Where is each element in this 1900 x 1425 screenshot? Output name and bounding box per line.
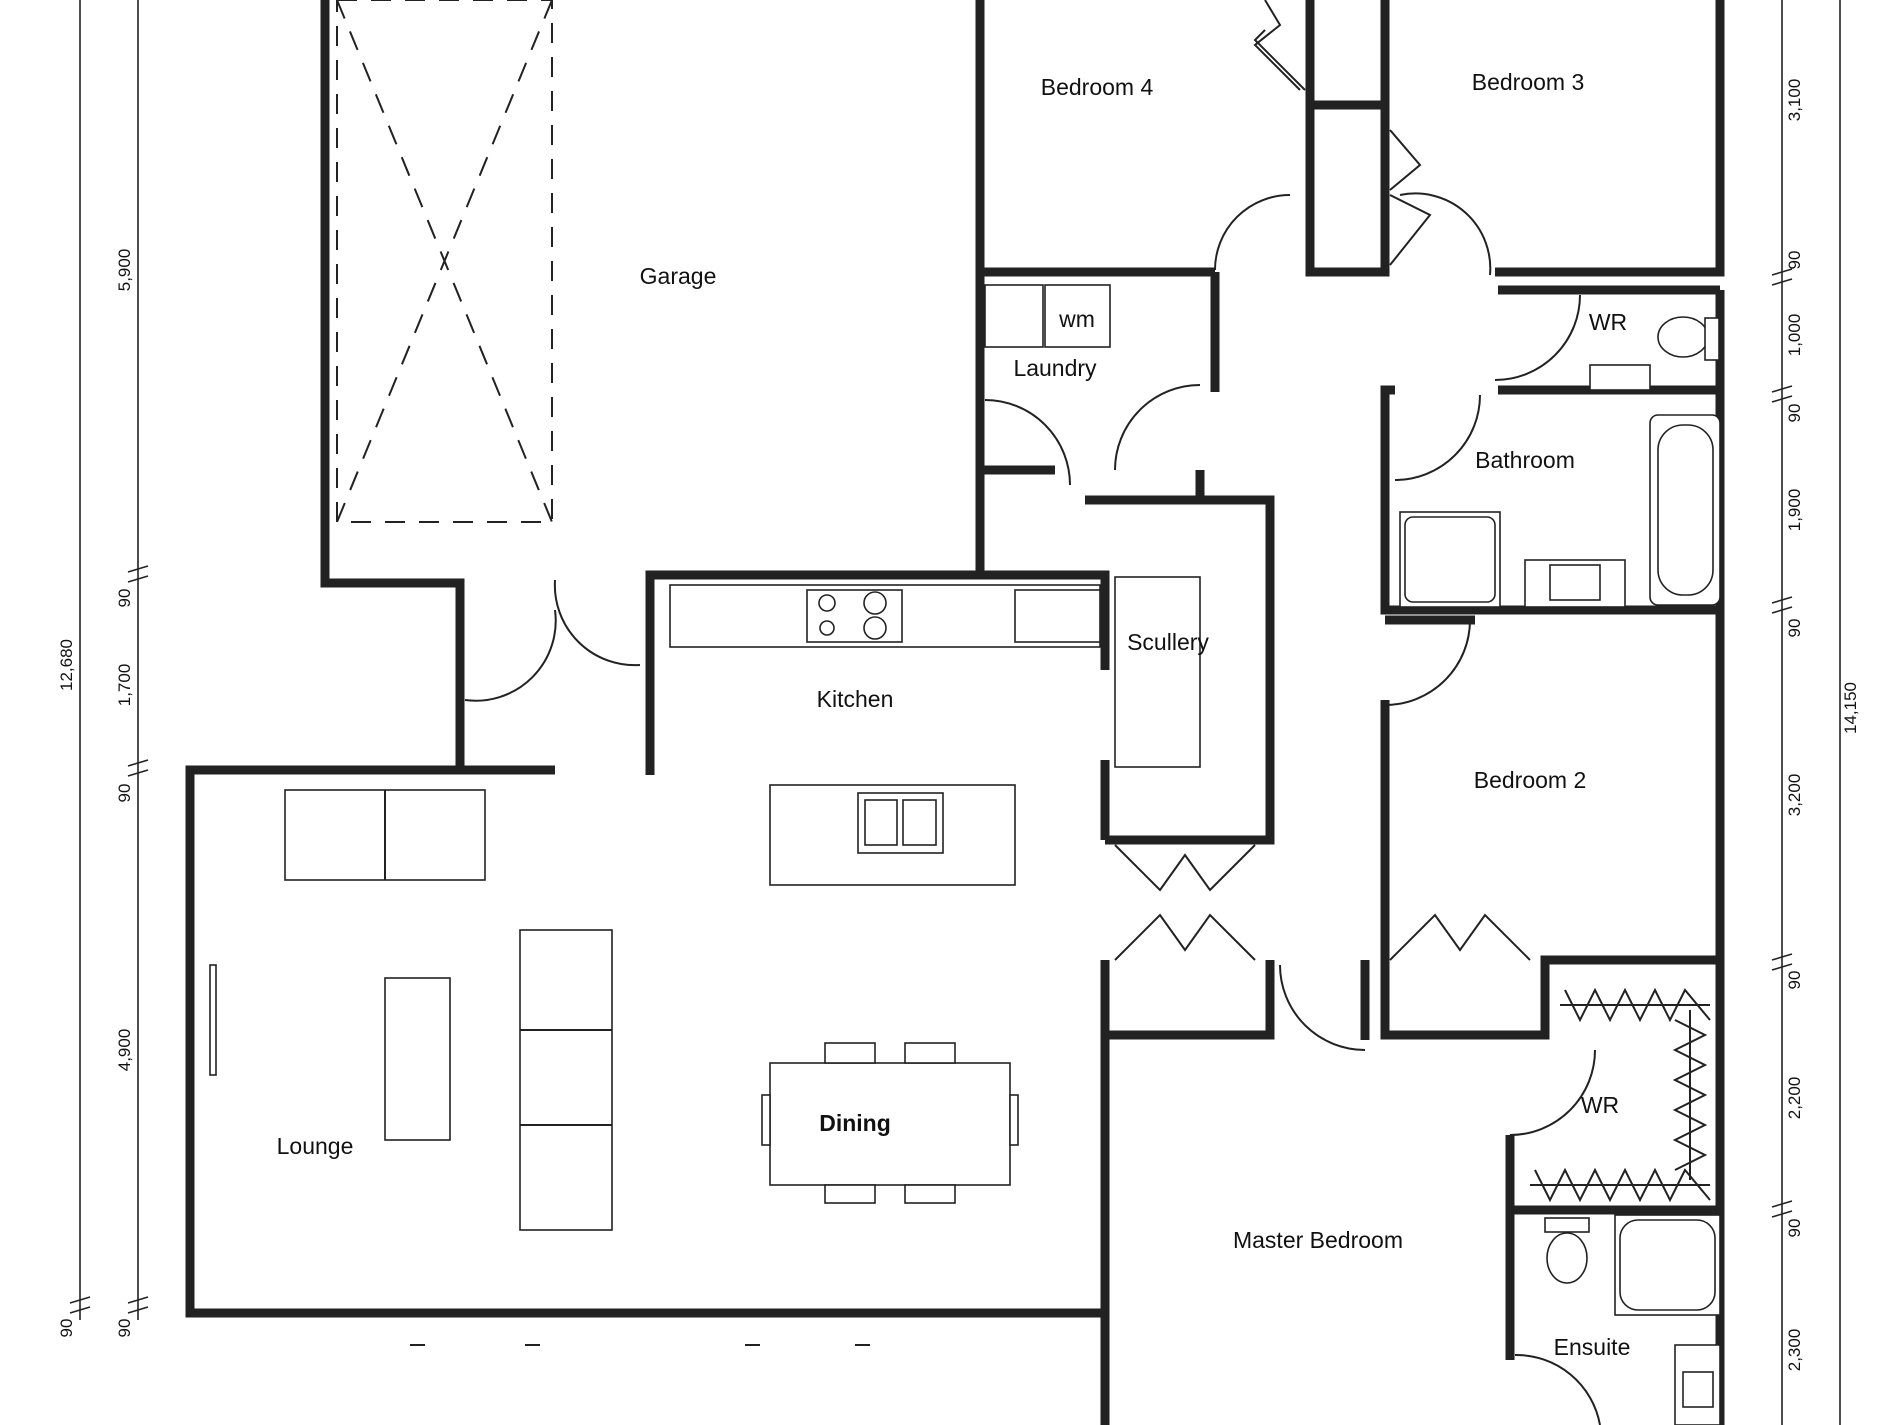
dim-right-overall: 14,150 — [1841, 682, 1860, 734]
label-bedroom4: Bedroom 4 — [1041, 74, 1154, 100]
label-bedroom3: Bedroom 3 — [1472, 69, 1585, 95]
label-lounge: Lounge — [277, 1133, 354, 1159]
room-labels: Garage Bedroom 4 Bedroom 3 Laundry wm WR… — [277, 69, 1631, 1360]
dim-left-overall: 12,680 — [57, 639, 76, 691]
dim-right-2300: 2,300 — [1785, 1329, 1804, 1372]
label-wm: wm — [1058, 306, 1095, 332]
wardrobe-rails — [1530, 987, 1711, 1203]
dim-right-90-b: 90 — [1785, 404, 1804, 423]
left-dimensions: 12,680 5,900 90 1,700 90 4,900 90 90 — [57, 0, 149, 1338]
dim-left-90-b: 90 — [115, 784, 134, 803]
dim-left-5900: 5,900 — [115, 249, 134, 292]
dim-right-90-e: 90 — [1785, 1219, 1804, 1238]
dim-right-3100: 3,100 — [1785, 79, 1804, 122]
dim-left-90-d: 90 — [115, 1319, 134, 1338]
label-laundry: Laundry — [1013, 355, 1097, 381]
tv — [209, 964, 217, 1076]
label-garage: Garage — [640, 263, 717, 289]
laundry-tub — [984, 284, 1044, 348]
dining-table — [769, 1062, 1011, 1186]
dim-right-1900: 1,900 — [1785, 489, 1804, 532]
label-kitchen: Kitchen — [817, 686, 894, 712]
ensuite-toilet — [1546, 1232, 1588, 1284]
wr-basin — [1589, 364, 1651, 391]
dim-left-4900: 4,900 — [115, 1029, 134, 1072]
label-ensuite: Ensuite — [1554, 1334, 1631, 1360]
label-bathroom: Bathroom — [1475, 447, 1575, 473]
garage-door-outline — [336, 0, 553, 523]
scullery-bench — [1114, 576, 1201, 768]
dim-right-2200: 2,200 — [1785, 1077, 1804, 1120]
dim-left-90-a: 90 — [115, 589, 134, 608]
washing-machine — [1044, 284, 1111, 348]
lounge-sofa-right — [519, 929, 613, 1231]
dim-left-90-c: 90 — [57, 1319, 76, 1338]
dim-right-90-d: 90 — [1785, 971, 1804, 990]
wr-toilet — [1657, 316, 1709, 358]
doors — [464, 0, 1601, 1425]
label-wr-top: WR — [1589, 309, 1627, 335]
label-bedroom2: Bedroom 2 — [1474, 767, 1587, 793]
walls — [185, 0, 1725, 1425]
coffee-table — [384, 977, 451, 1141]
fridge-space — [1014, 589, 1101, 643]
dim-right-1000: 1,000 — [1785, 314, 1804, 357]
label-dining: Dining — [819, 1110, 891, 1136]
right-dimensions: 3,100 90 1,000 90 1,900 90 3,200 90 2,20… — [1771, 0, 1860, 1425]
dim-right-90-a: 90 — [1785, 251, 1804, 270]
dim-right-90-c: 90 — [1785, 619, 1804, 638]
dim-right-3200: 3,200 — [1785, 774, 1804, 817]
label-master-bedroom: Master Bedroom — [1233, 1227, 1403, 1253]
label-scullery: Scullery — [1127, 629, 1209, 655]
fixtures — [209, 284, 1721, 1425]
label-wr-master: WR — [1581, 1092, 1619, 1118]
dim-left-1700: 1,700 — [115, 664, 134, 707]
